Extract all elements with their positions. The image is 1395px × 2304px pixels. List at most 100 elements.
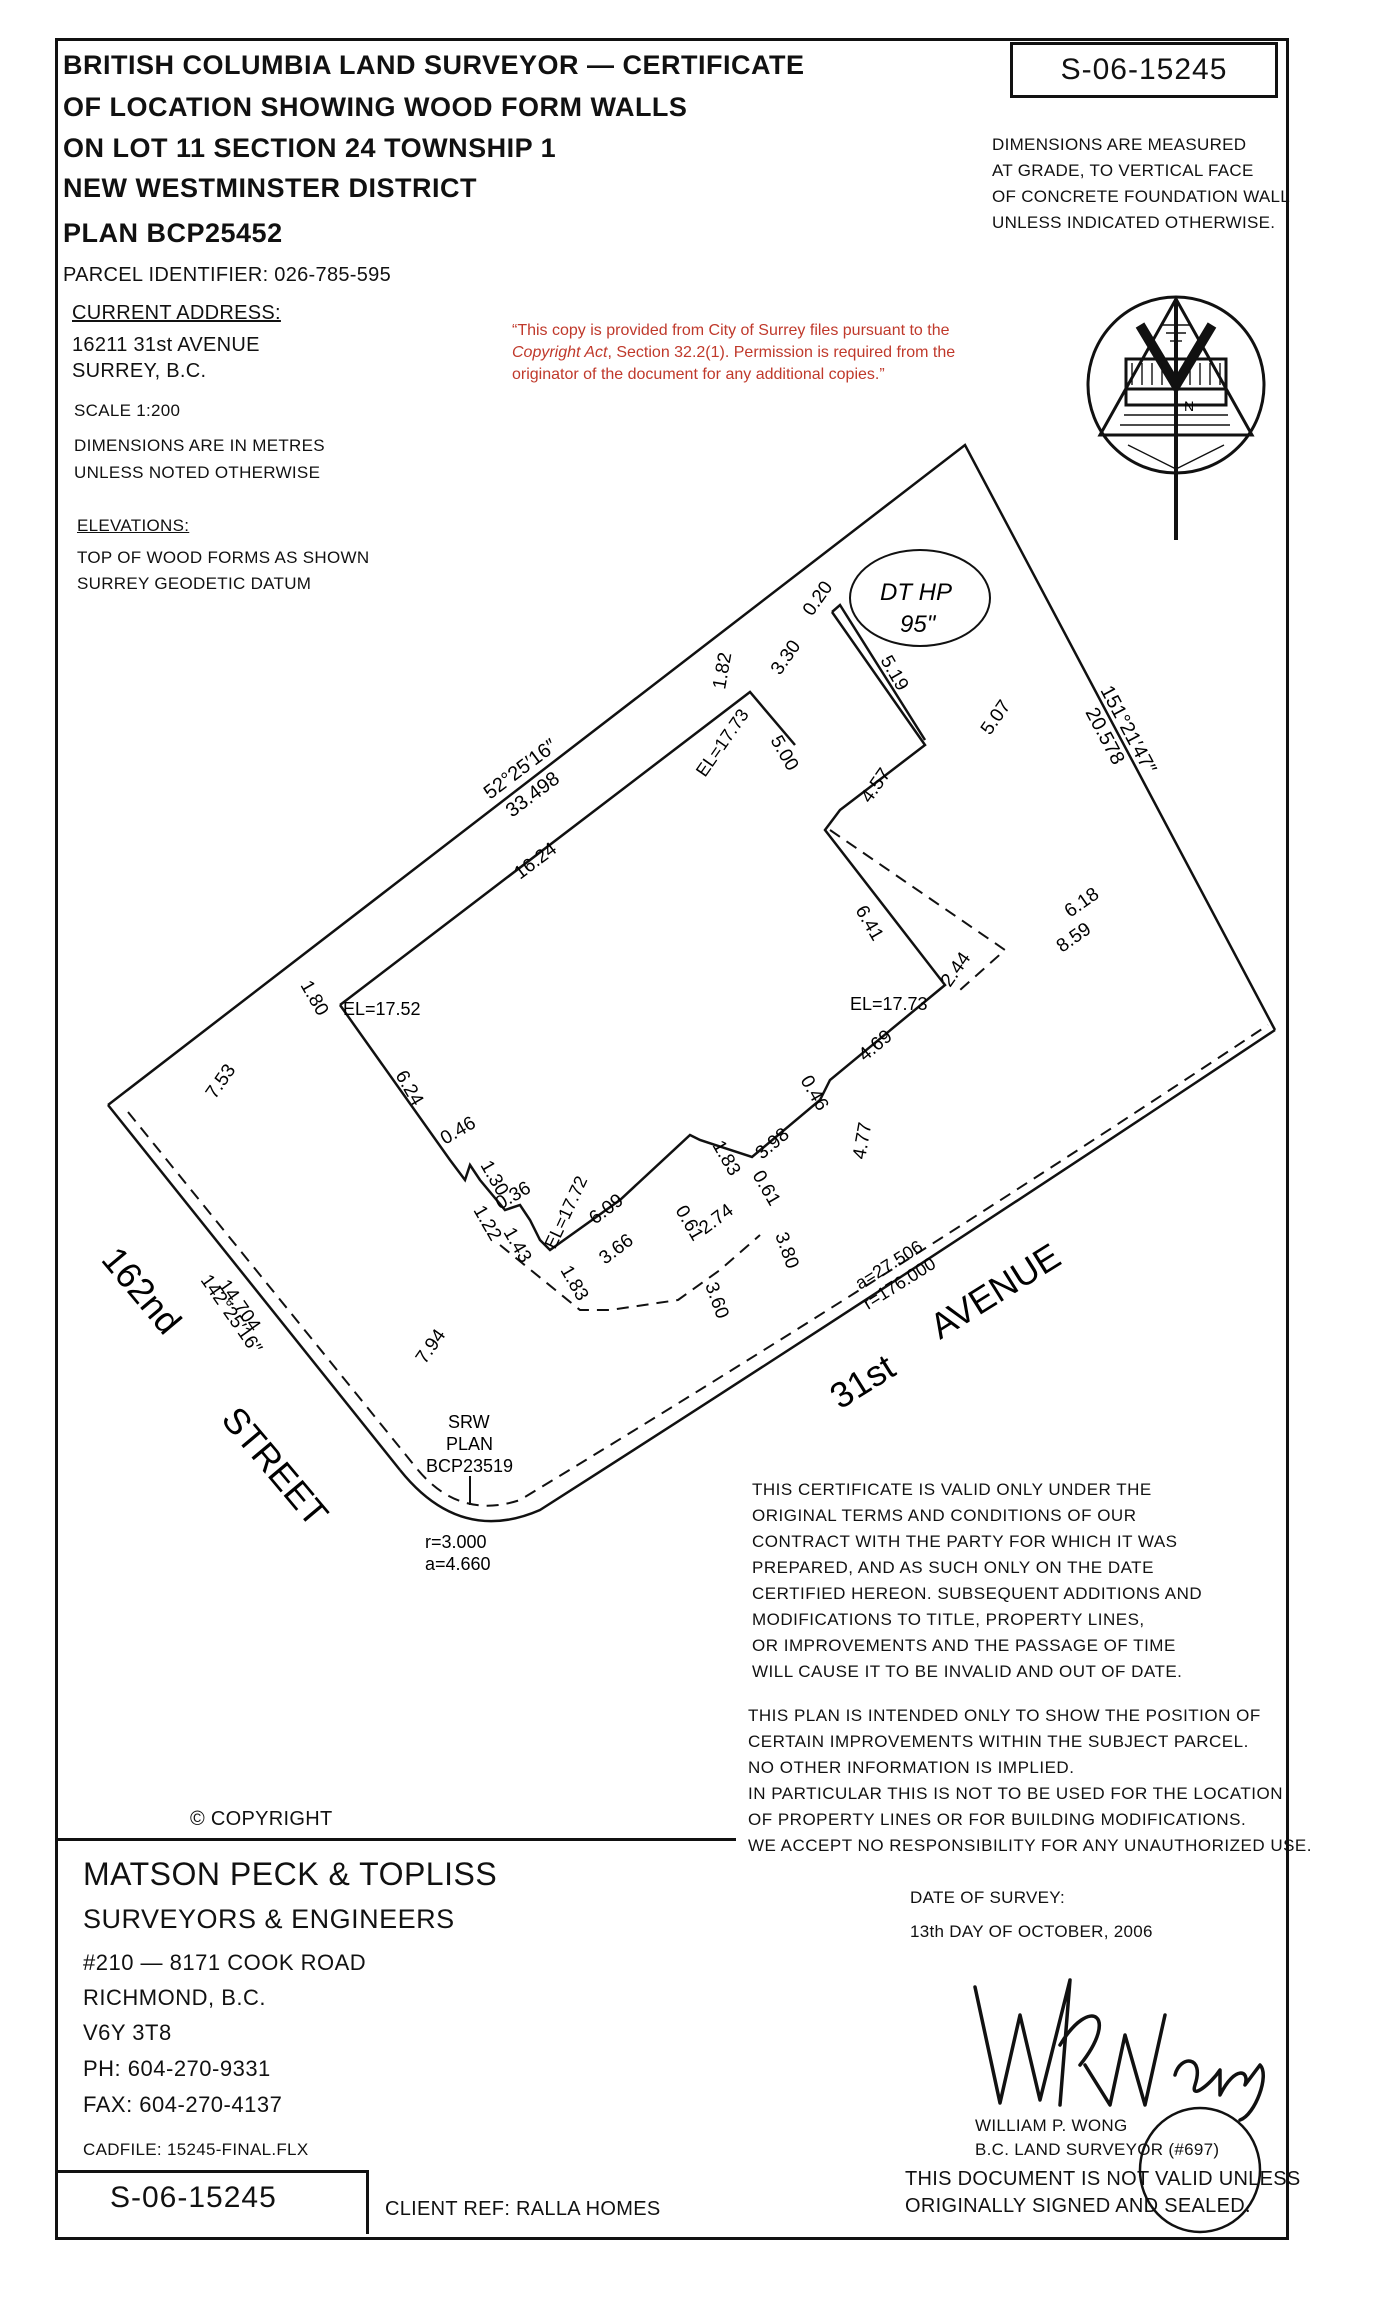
dim-label: 7.53 — [202, 1061, 240, 1103]
svg-text:N: N — [1184, 398, 1194, 414]
title-line-1: BRITISH COLUMBIA LAND SURVEYOR — CERTIFI… — [63, 50, 805, 80]
document-validity-line-2: ORIGINALLY SIGNED AND SEALED. — [905, 2195, 1251, 2217]
validity-note-line: CERTIFIED HEREON. SUBSEQUENT ADDITIONS A… — [752, 1584, 1203, 1603]
copyright-label: © COPYRIGHT — [190, 1808, 333, 1830]
signer-title: B.C. LAND SURVEYOR (#697) — [975, 2140, 1220, 2159]
cadfile: CADFILE: 15245-FINAL.FLX — [83, 2140, 309, 2159]
validity-note-line: PREPARED, AND AS SUCH ONLY ON THE DATE — [752, 1558, 1154, 1577]
dim-label: 4.77 — [849, 1121, 876, 1161]
scale-label: SCALE 1:200 — [74, 401, 181, 420]
title-line-4: NEW WESTMINSTER DISTRICT — [63, 173, 477, 203]
copy-notice-act: Copyright Act — [512, 344, 608, 361]
firm-name: MATSON PECK & TOPLISS — [83, 1856, 498, 1892]
corner-radius: r=3.000 — [425, 1532, 487, 1552]
elevation-label: EL=17.73 — [692, 705, 753, 780]
dimension-note: DIMENSIONS ARE MEASURED AT GRADE, TO VER… — [992, 132, 1290, 236]
dim-label: 6.09 — [585, 1190, 627, 1229]
dim-label: 4.69 — [855, 1026, 897, 1066]
firm-postal: V6Y 3T8 — [83, 2020, 172, 2045]
intent-note-line: IN PARTICULAR THIS IS NOT TO BE USED FOR… — [748, 1784, 1284, 1803]
dimension-note-line: AT GRADE, TO VERTICAL FACE — [992, 161, 1254, 180]
units-note-line: UNLESS NOTED OTHERWISE — [74, 463, 321, 482]
elevation-label: EL=17.52 — [343, 999, 421, 1019]
handwritten-note-line-2: 95ʺ — [900, 611, 937, 638]
dim-label: 3.30 — [767, 637, 805, 679]
intent-note-line: OF PROPERTY LINES OR FOR BUILDING MODIFI… — [748, 1810, 1247, 1829]
seal-circle-icon — [1138, 2106, 1262, 2234]
title-line-5: PLAN BCP25452 — [63, 218, 283, 248]
dim-label: 6.41 — [851, 902, 888, 945]
srw-plan-label: PLAN — [446, 1434, 493, 1454]
firm-phone: PH: 604-270-9331 — [83, 2056, 271, 2081]
signature-icon — [973, 1978, 1265, 2122]
dimension-labels: 0.20 3.30 1.82 5.19 5.00 5.07 4.57 16.24… — [202, 578, 1103, 1368]
validity-note-line: MODIFICATIONS TO TITLE, PROPERTY LINES, — [752, 1610, 1145, 1629]
street-name-street: STREET — [214, 1399, 337, 1534]
dim-label: 1.83 — [556, 1262, 593, 1305]
validity-note-line: ORIGINAL TERMS AND CONDITIONS OF OUR — [752, 1506, 1137, 1525]
firm-subtitle: SURVEYORS & ENGINEERS — [83, 1904, 455, 1934]
address-line-2: SURREY, B.C. — [72, 360, 207, 382]
intent-note-line: CERTAIN IMPROVEMENTS WITHIN THE SUBJECT … — [748, 1732, 1249, 1751]
validity-note-line: OR IMPROVEMENTS AND THE PASSAGE OF TIME — [752, 1636, 1176, 1655]
survey-date-value: 13th DAY OF OCTOBER, 2006 — [910, 1922, 1153, 1941]
address-heading: CURRENT ADDRESS: — [72, 302, 281, 324]
intent-note-line: THIS PLAN IS INTENDED ONLY TO SHOW THE P… — [748, 1706, 1261, 1725]
file-number-box: S-06-15245 — [1010, 42, 1278, 98]
firm-address-1: #210 — 8171 COOK ROAD — [83, 1950, 367, 1975]
validity-note-line: THIS CERTIFICATE IS VALID ONLY UNDER THE — [752, 1480, 1152, 1499]
handwritten-note-circle — [849, 549, 991, 647]
file-box-right — [366, 2170, 369, 2234]
intent-note-line: WE ACCEPT NO RESPONSIBILITY FOR ANY UNAU… — [748, 1836, 1312, 1855]
elevations-heading: ELEVATIONS: — [77, 516, 190, 535]
dimension-note-line: UNLESS INDICATED OTHERWISE. — [992, 213, 1276, 232]
dim-label: 3.98 — [752, 1124, 794, 1164]
dim-label: 0.46 — [437, 1113, 480, 1150]
dim-label: 6.24 — [391, 1067, 428, 1110]
units-note-line: DIMENSIONS ARE IN METRES — [74, 436, 325, 455]
copy-notice-text: , Section 32.2(1). Permission is require… — [607, 344, 956, 361]
srw-plan-number: BCP23519 — [426, 1456, 513, 1476]
title-block-divider — [56, 1838, 736, 1841]
street-name-31st: 31st — [823, 1346, 902, 1417]
dim-label: 1.80 — [296, 977, 333, 1020]
document-validity-line-1: THIS DOCUMENT IS NOT VALID UNLESS — [905, 2168, 1301, 2190]
client-ref: CLIENT REF: RALLA HOMES — [385, 2198, 661, 2220]
dim-label: 1.82 — [709, 651, 736, 691]
units-note: DIMENSIONS ARE IN METRES UNLESS NOTED OT… — [74, 432, 325, 486]
validity-note: THIS CERTIFICATE IS VALID ONLY UNDER THE… — [752, 1477, 1202, 1685]
copy-notice: “This copy is provided from City of Surr… — [512, 320, 1032, 386]
dim-label: 5.07 — [977, 697, 1015, 739]
elevations-line-1: TOP OF WOOD FORMS AS SHOWN — [77, 548, 370, 567]
dim-label: 0.46 — [796, 1072, 833, 1115]
validity-note-line: CONTRACT WITH THE PARTY FOR WHICH IT WAS — [752, 1532, 1178, 1551]
copy-notice-line: “This copy is provided from City of Surr… — [512, 322, 950, 339]
dim-label: 5.19 — [876, 652, 913, 695]
dim-label: 8.59 — [1053, 919, 1095, 957]
file-box-top — [56, 2170, 368, 2173]
survey-date-label: DATE OF SURVEY: — [910, 1888, 1066, 1907]
document-frame — [55, 38, 1289, 2240]
street-name-162nd: 162nd — [94, 1239, 190, 1342]
dim-label: 3.66 — [595, 1230, 637, 1269]
dim-label: 16.24 — [510, 838, 561, 884]
signer-name: WILLIAM P. WONG — [975, 2116, 1128, 2135]
setback-lines — [127, 829, 1269, 1507]
dim-label: 3.80 — [770, 1230, 802, 1272]
title-line-3: ON LOT 11 SECTION 24 TOWNSHIP 1 — [63, 133, 557, 163]
srw-label: SRW — [448, 1412, 490, 1432]
firm-address-2: RICHMOND, B.C. — [83, 1985, 266, 2010]
address-line-1: 16211 31st AVENUE — [72, 334, 260, 356]
intent-note-line: NO OTHER INFORMATION IS IMPLIED. — [748, 1758, 1075, 1777]
dim-label: 2.44 — [937, 948, 976, 991]
corner-arc: a=4.660 — [425, 1554, 491, 1574]
dimension-note-line: DIMENSIONS ARE MEASURED — [992, 135, 1247, 154]
parcel-identifier: PARCEL IDENTIFIER: 026-785-595 — [63, 264, 392, 286]
dim-label: 1.83 — [708, 1137, 745, 1180]
building-outline — [338, 603, 947, 1252]
dim-label: 5.00 — [766, 732, 803, 775]
validity-note-line: WILL CAUSE IT TO BE INVALID AND OUT OF D… — [752, 1662, 1183, 1681]
copy-notice-line: Copyright Act, Section 32.2(1). Permissi… — [512, 342, 1032, 364]
dim-label: 0.61 — [748, 1167, 785, 1210]
